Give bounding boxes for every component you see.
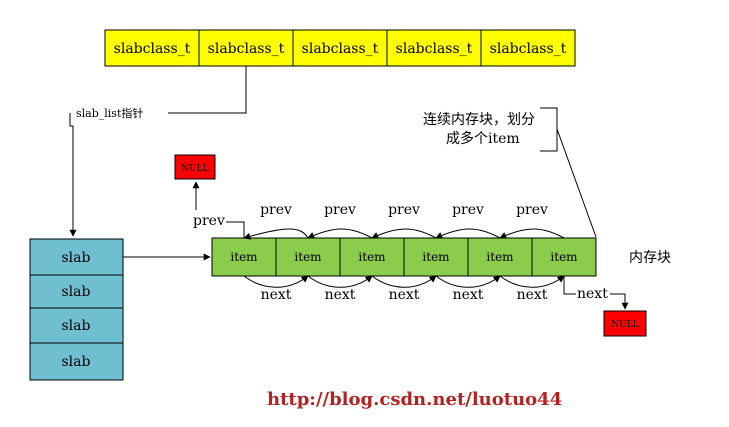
slab-cell bbox=[29, 238, 124, 276]
slab-list-connector bbox=[168, 66, 247, 114]
next-label: next bbox=[453, 287, 484, 303]
next-links: next next next next next bbox=[243, 275, 565, 303]
prev-arrow bbox=[307, 228, 373, 239]
item-label: item bbox=[358, 250, 386, 264]
prev-label: prev bbox=[452, 202, 484, 218]
prev-links: prev prev prev prev prev bbox=[243, 202, 565, 240]
slab-list-label: slab_list指针 bbox=[76, 106, 143, 120]
slabclass-label: slabclass_t bbox=[302, 41, 379, 57]
slab-list: slab slab slab slab bbox=[29, 238, 124, 381]
next-arrow bbox=[435, 275, 501, 288]
slabclass-label: slabclass_t bbox=[396, 41, 473, 57]
tail-next-arrow bbox=[610, 293, 629, 310]
next-arrow bbox=[243, 275, 309, 288]
item-cell bbox=[531, 237, 597, 277]
item-label: item bbox=[230, 250, 258, 264]
slab-cell bbox=[29, 307, 124, 344]
slab-cell bbox=[29, 342, 124, 381]
slab-list-arrow bbox=[69, 113, 77, 237]
slabclass-array: slabclass_t slabclass_t slabclass_t slab… bbox=[104, 29, 576, 67]
slab-label: slab bbox=[62, 250, 91, 266]
prev-label: prev bbox=[260, 202, 292, 218]
prev-label: prev bbox=[324, 202, 356, 218]
callout: 连续内存块，划分 成多个item bbox=[423, 107, 597, 238]
item-cell bbox=[275, 237, 341, 277]
slabclass-label: slabclass_t bbox=[490, 41, 567, 57]
next-arrow bbox=[307, 275, 373, 288]
next-arrow bbox=[499, 275, 565, 288]
slabclass-cell bbox=[104, 29, 200, 67]
tail-next-connector bbox=[563, 276, 576, 295]
next-label: next bbox=[577, 286, 608, 302]
next-arrow bbox=[371, 275, 437, 288]
prev-arrow bbox=[499, 228, 565, 239]
item-cell bbox=[467, 237, 533, 277]
prev-arrow bbox=[435, 228, 501, 239]
slabclass-label: slabclass_t bbox=[114, 41, 191, 57]
head-prev-null: prev NULL bbox=[174, 154, 245, 238]
slabclass-cell bbox=[292, 29, 388, 67]
next-label: next bbox=[325, 287, 356, 303]
item-label: item bbox=[550, 250, 578, 264]
next-label: next bbox=[261, 287, 292, 303]
prev-label: prev bbox=[193, 213, 225, 229]
slab-label: slab bbox=[62, 318, 91, 334]
callout-line: 连续内存块，划分 bbox=[423, 111, 535, 128]
slabclass-cell bbox=[198, 29, 294, 67]
next-label: next bbox=[389, 287, 420, 303]
callout-leader bbox=[556, 128, 597, 238]
memory-block: item item item item item item bbox=[211, 237, 597, 277]
callout-line: 成多个item bbox=[446, 130, 520, 147]
head-prev-connector bbox=[226, 221, 245, 238]
memory-block-label: 内存块 bbox=[629, 250, 671, 266]
null-box bbox=[603, 310, 647, 337]
watermark-url: http://blog.csdn.net/luotuo44 bbox=[267, 389, 562, 410]
prev-arrow bbox=[371, 228, 437, 239]
slabclass-label: slabclass_t bbox=[208, 41, 285, 57]
tail-next-null: next NULL bbox=[563, 276, 647, 337]
null-label: NULL bbox=[611, 320, 638, 330]
item-cell bbox=[403, 237, 469, 277]
item-cell bbox=[211, 237, 277, 277]
null-label: NULL bbox=[181, 164, 208, 174]
item-label: item bbox=[422, 250, 450, 264]
slab-list-pointer: slab_list指针 bbox=[69, 66, 247, 237]
item-label: item bbox=[486, 250, 514, 264]
prev-arrow bbox=[243, 228, 309, 240]
next-label: next bbox=[517, 287, 548, 303]
callout-bracket bbox=[540, 107, 558, 152]
slab-label: slab bbox=[62, 354, 91, 370]
slabclass-cell bbox=[480, 29, 576, 67]
item-label: item bbox=[294, 250, 322, 264]
null-box bbox=[174, 154, 216, 180]
prev-label: prev bbox=[388, 202, 420, 218]
prev-label: prev bbox=[516, 202, 548, 218]
slab-label: slab bbox=[62, 284, 91, 300]
